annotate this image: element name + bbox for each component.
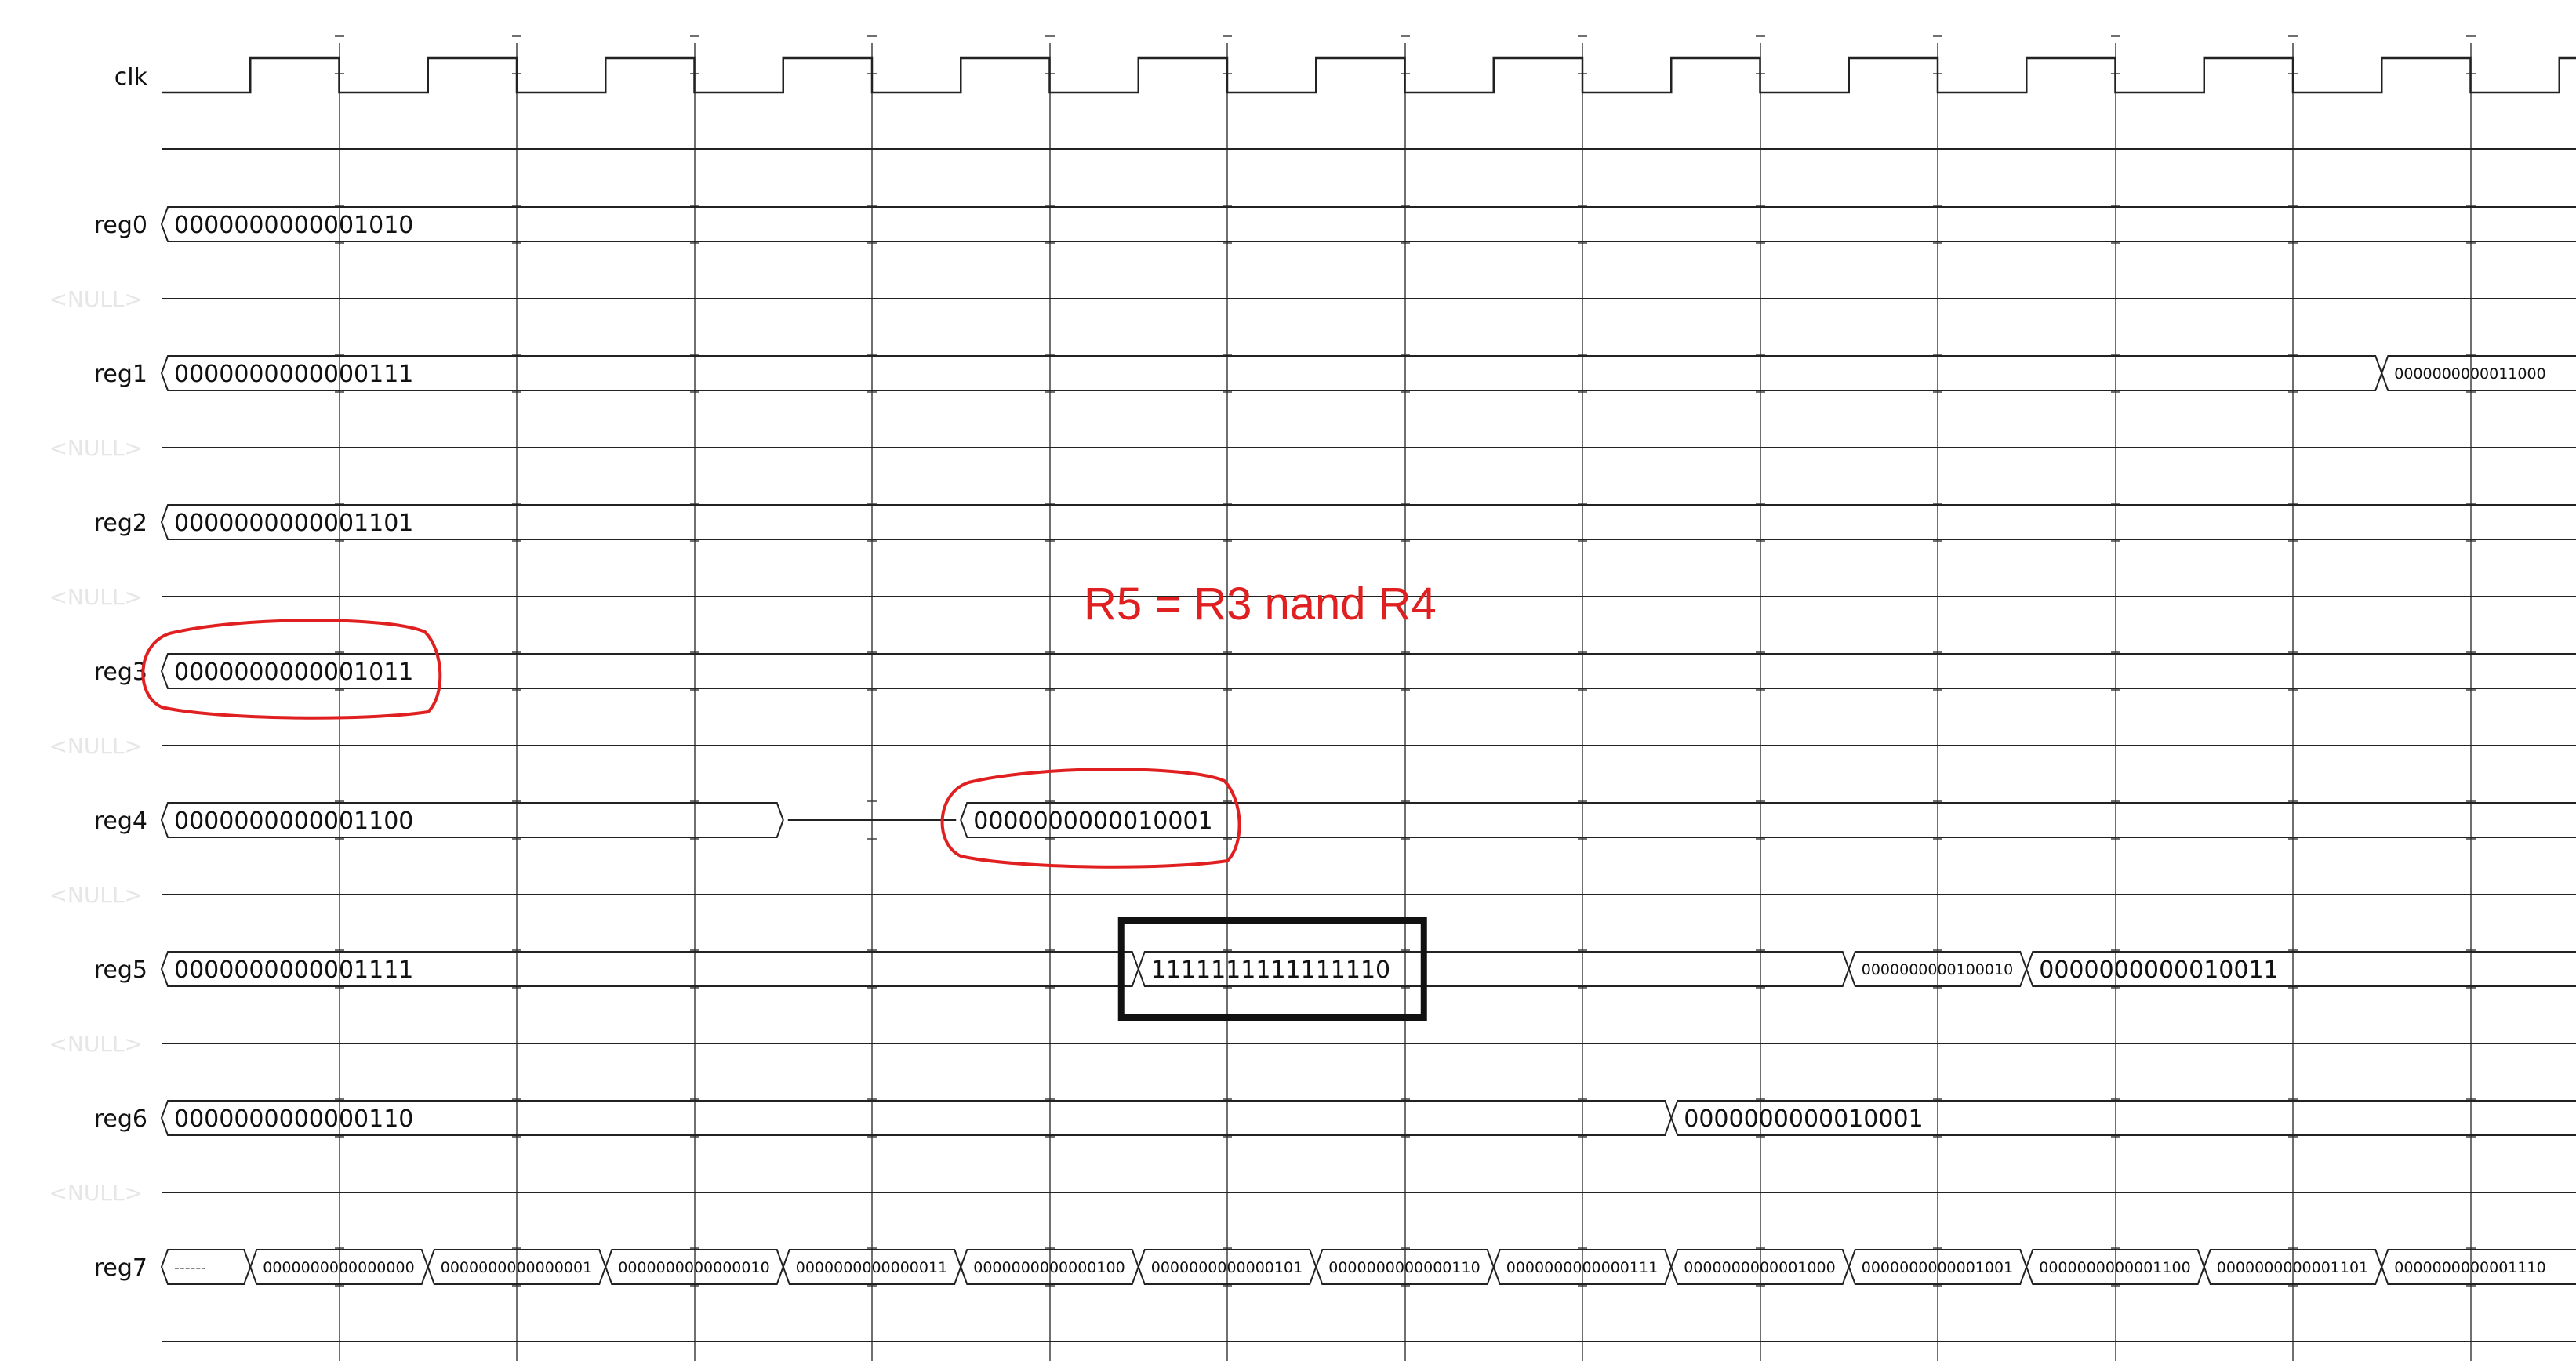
value-segment[interactable] bbox=[427, 1249, 607, 1285]
value-segment[interactable] bbox=[160, 504, 2576, 540]
clk-label: clk bbox=[114, 64, 148, 91]
value-segment[interactable] bbox=[2381, 355, 2576, 391]
signal-row-reg5[interactable]: reg5 0000000000001111 1111111111111110 0000… bbox=[49, 951, 2576, 1057]
value-segment[interactable] bbox=[160, 1249, 252, 1285]
null-row-label: <NULL> bbox=[49, 435, 143, 461]
value-segment[interactable] bbox=[1670, 1249, 1850, 1285]
value-segment[interactable] bbox=[249, 1249, 429, 1285]
value-segment[interactable] bbox=[1670, 1100, 2576, 1136]
segment-value: 0000000000011000 bbox=[2394, 365, 2545, 383]
segment-value: 0000000000000110 bbox=[174, 1105, 413, 1133]
value-segment[interactable] bbox=[1137, 1249, 1317, 1285]
segment-value: 0000000000000111 bbox=[174, 361, 413, 388]
signal-row-reg3[interactable]: reg3 0000000000001011 <NULL> bbox=[49, 653, 2576, 759]
signal-label: reg6 bbox=[94, 1105, 147, 1133]
segment-value: 0000000000001110 bbox=[2394, 1259, 2545, 1276]
value-segment[interactable] bbox=[160, 951, 1139, 987]
red-circle-highlight bbox=[940, 768, 1241, 869]
clk-waveform bbox=[162, 56, 2576, 94]
null-row-label: <NULL> bbox=[49, 584, 143, 610]
null-row-label: <NULL> bbox=[49, 1031, 143, 1057]
null-row-label: <NULL> bbox=[49, 882, 143, 908]
segment-value: 0000000000010001 bbox=[1684, 1105, 1923, 1133]
segment-value: 0000000000001001 bbox=[1862, 1259, 2013, 1276]
segment-value: 0000000000010001 bbox=[973, 808, 1212, 835]
value-segment[interactable] bbox=[2026, 1249, 2205, 1285]
segment-value: ------ bbox=[174, 1259, 206, 1276]
segment-value: 0000000000001100 bbox=[2039, 1259, 2190, 1276]
segment-value: 0000000000000010 bbox=[618, 1259, 769, 1276]
value-segment[interactable] bbox=[160, 206, 2576, 242]
signal-row-reg6[interactable]: reg6 0000000000000110 0000000000010001 <NUL… bbox=[49, 1100, 2576, 1206]
signal-label: reg7 bbox=[94, 1254, 147, 1282]
segment-value: 0000000000010011 bbox=[2039, 956, 2278, 984]
signal-label: reg4 bbox=[94, 808, 147, 835]
null-row-label: <NULL> bbox=[49, 733, 143, 759]
segment-value: 0000000000001000 bbox=[1684, 1259, 1835, 1276]
null-row-label: <NULL> bbox=[49, 286, 143, 312]
value-segment[interactable] bbox=[1492, 1249, 1673, 1285]
clk-signal-row[interactable]: clk bbox=[114, 56, 2576, 150]
segment-value: 0000000000100010 bbox=[1862, 961, 2013, 978]
segment-value: 0000000000001101 bbox=[174, 510, 413, 537]
signal-label: reg5 bbox=[94, 956, 147, 984]
segment-value: 1111111111111110 bbox=[1151, 956, 1390, 984]
signal-label: reg1 bbox=[94, 361, 147, 388]
register-rows: reg0 0000000000001010 <NULL> reg1 0000000000… bbox=[49, 206, 2576, 1342]
segment-value: 0000000000000100 bbox=[973, 1259, 1125, 1276]
value-segment[interactable] bbox=[160, 653, 2576, 689]
black-box-highlight bbox=[1117, 917, 1427, 1021]
signal-row-reg1[interactable]: reg1 0000000000000111 0000000000011000 <NUL… bbox=[49, 355, 2576, 461]
value-segment[interactable] bbox=[2203, 1249, 2383, 1285]
signal-label: reg2 bbox=[94, 510, 147, 537]
nand-annotation: R5 = R3 nand R4 bbox=[1084, 579, 1437, 630]
signal-row-reg0[interactable]: reg0 0000000000001010 <NULL> bbox=[49, 206, 2576, 312]
value-segment[interactable] bbox=[1848, 951, 2028, 987]
signal-row-reg2[interactable]: reg2 0000000000001101 <NULL> bbox=[49, 504, 2576, 610]
segment-value: 0000000000000110 bbox=[1328, 1259, 1480, 1276]
value-segment[interactable] bbox=[160, 802, 784, 838]
value-segment[interactable] bbox=[960, 802, 2576, 838]
value-segment[interactable] bbox=[2381, 1249, 2576, 1285]
segment-value: 0000000000001111 bbox=[174, 956, 413, 984]
value-segment[interactable] bbox=[1137, 951, 1850, 987]
null-row-label: <NULL> bbox=[49, 1180, 143, 1206]
value-segment[interactable] bbox=[160, 1100, 1673, 1136]
annotation-layer: R5 = R3 nand R4 bbox=[141, 579, 1437, 1021]
signal-label: reg0 bbox=[94, 212, 147, 239]
segment-value: 0000000000000111 bbox=[1506, 1259, 1658, 1276]
segment-value: 0000000000000011 bbox=[796, 1259, 947, 1276]
segment-value: 0000000000001100 bbox=[174, 808, 413, 835]
signal-row-reg4[interactable]: reg4 0000000000001100 0000000000010001 <NUL… bbox=[49, 802, 2576, 908]
value-segment[interactable] bbox=[160, 355, 2383, 391]
value-segment[interactable] bbox=[1848, 1249, 2028, 1285]
signal-label: reg3 bbox=[94, 659, 147, 686]
value-segment[interactable] bbox=[2026, 951, 2576, 987]
segment-value: 0000000000000000 bbox=[263, 1259, 414, 1276]
segment-value: 0000000000001011 bbox=[174, 659, 413, 686]
signal-row-reg7[interactable]: reg7 ------ 0000000000000000 00000000000000… bbox=[94, 1249, 2576, 1342]
value-segment[interactable] bbox=[960, 1249, 1139, 1285]
value-segment[interactable] bbox=[782, 1249, 962, 1285]
cycle-gridlines bbox=[335, 35, 2476, 1361]
segment-value: 0000000000001101 bbox=[2217, 1259, 2368, 1276]
segment-value: 0000000000000001 bbox=[441, 1259, 592, 1276]
red-circle-highlight bbox=[141, 619, 442, 720]
value-segment[interactable] bbox=[605, 1249, 784, 1285]
value-segment[interactable] bbox=[1315, 1249, 1495, 1285]
segment-value: 0000000000000101 bbox=[1151, 1259, 1303, 1276]
segment-value: 0000000000001010 bbox=[174, 212, 413, 239]
